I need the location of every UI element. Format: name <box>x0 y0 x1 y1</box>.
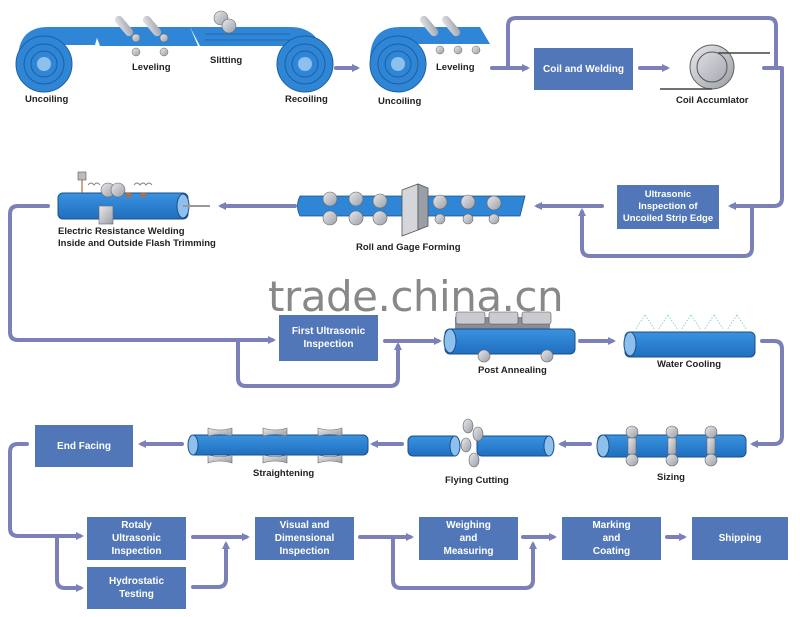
hydrostatic-testing-box: Hydrostatic Testing <box>87 567 186 609</box>
visual-dimensional-box: Visual and Dimensional Inspection <box>255 517 354 560</box>
first-ultrasonic-box: First Ultrasonic Inspection <box>279 315 378 361</box>
arrow-first-ultrasonic-bypass <box>236 338 402 388</box>
label-post-annealing: Post Annealing <box>478 365 547 376</box>
label-leveling-2: Leveling <box>436 62 475 73</box>
arrow-erw-down <box>8 204 276 344</box>
erw-pipe <box>57 171 210 225</box>
arrow-ultrasonic-bypass <box>578 204 754 258</box>
label-uncoiling-1: Uncoiling <box>25 94 69 105</box>
label-leveling-1: Leveling <box>132 62 171 73</box>
water-cooling-pipe <box>623 314 756 358</box>
arrow-bypass-top <box>506 16 778 70</box>
shipping-box: Shipping <box>692 517 788 560</box>
watermark: trade.china.cn <box>268 272 564 321</box>
marking-coating-box: Marking and Coating <box>562 517 661 560</box>
flying-cutting-pipe <box>407 418 555 468</box>
label-uncoiling-2: Uncoiling <box>378 96 422 107</box>
sizing-pipe <box>596 425 747 467</box>
label-slitting: Slitting <box>210 55 243 66</box>
slitting-illustration <box>190 10 300 46</box>
uncoiling-coil-2 <box>369 27 490 93</box>
coil-accumulator-drum <box>660 44 770 90</box>
label-coil-accumulator: Coil Accumlator <box>676 95 749 106</box>
ultrasonic-strip-edge-box: Ultrasonic Inspection of Uncoiled Strip … <box>617 185 719 229</box>
label-water-cooling: Water Cooling <box>657 359 722 370</box>
arrow-cooling-down <box>750 339 784 448</box>
rotaly-ultrasonic-box: Rotaly Ultrasonic Inspection <box>87 517 186 560</box>
uncoiling-coil-1 <box>15 27 100 93</box>
arrow-hydrostatic-to-visual <box>191 541 230 589</box>
annealing-pipe <box>443 311 576 363</box>
arrow-weighing-bypass <box>391 535 537 590</box>
label-straightening: Straightening <box>253 468 315 479</box>
label-recoiling: Recoiling <box>285 94 328 105</box>
roll-forming-illustration <box>297 183 526 237</box>
weighing-measuring-box: Weighing and Measuring <box>419 517 518 560</box>
straightening-pipe <box>187 427 369 464</box>
label-erw: Electric Resistance Welding Inside and O… <box>58 226 216 249</box>
label-roll-gage-forming: Roll and Gage Forming <box>356 242 461 253</box>
coil-and-welding-box: Coil and Welding <box>534 48 633 90</box>
leveling-rollers-2 <box>419 15 481 55</box>
end-facing-box: End Facing <box>35 425 133 467</box>
arrow-accumulator-down <box>728 66 784 210</box>
arrow-to-hydrostatic <box>55 534 84 592</box>
label-sizing: Sizing <box>657 472 685 483</box>
leveling-rollers-1 <box>93 15 198 57</box>
recoiling-coil <box>276 27 334 93</box>
arrow-end-facing-down <box>8 442 84 540</box>
label-flying-cutting: Flying Cutting <box>445 475 509 486</box>
